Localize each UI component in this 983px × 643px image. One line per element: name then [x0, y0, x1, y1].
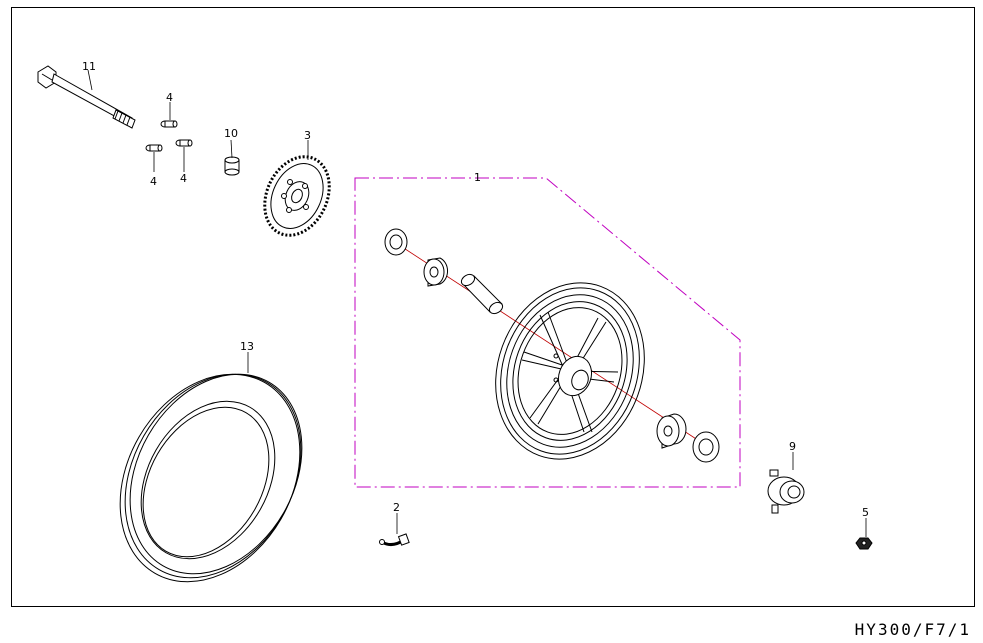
callout-4: 4 [150, 175, 157, 188]
callout-9: 9 [789, 440, 796, 453]
valve-part [379, 533, 410, 547]
leader-lines [87, 69, 867, 537]
brake-disc-part [263, 155, 331, 237]
left-bearing-part [423, 257, 448, 287]
left-seal-part [384, 228, 408, 256]
tire-part [119, 373, 303, 583]
right-bearing-part [656, 413, 687, 449]
callout-11: 11 [82, 60, 96, 73]
assembly-axis-line [395, 242, 711, 449]
callout-4: 4 [166, 91, 173, 104]
bolt-part-upper [160, 120, 178, 128]
callout-5: 5 [862, 506, 869, 519]
wheel-rim-part [495, 282, 645, 460]
collar-part [224, 156, 240, 176]
callout-10: 10 [224, 127, 238, 140]
callout-1: 1 [474, 171, 481, 184]
spacer-part [460, 273, 504, 315]
callout-4: 4 [180, 172, 187, 185]
drawing-frame [11, 7, 975, 607]
right-seal-part [692, 431, 720, 463]
axle-part [37, 65, 136, 129]
callout-2: 2 [393, 501, 400, 514]
bolt-part-right [175, 139, 193, 147]
drawing-code: HY300/F7/1 [854, 620, 971, 639]
wheel-assembly-outline [354, 177, 741, 488]
nut-part [855, 537, 873, 550]
speedo-gear-part [767, 469, 805, 514]
bolt-part-left [145, 144, 163, 152]
callout-3: 3 [304, 129, 311, 142]
callout-13: 13 [240, 340, 254, 353]
